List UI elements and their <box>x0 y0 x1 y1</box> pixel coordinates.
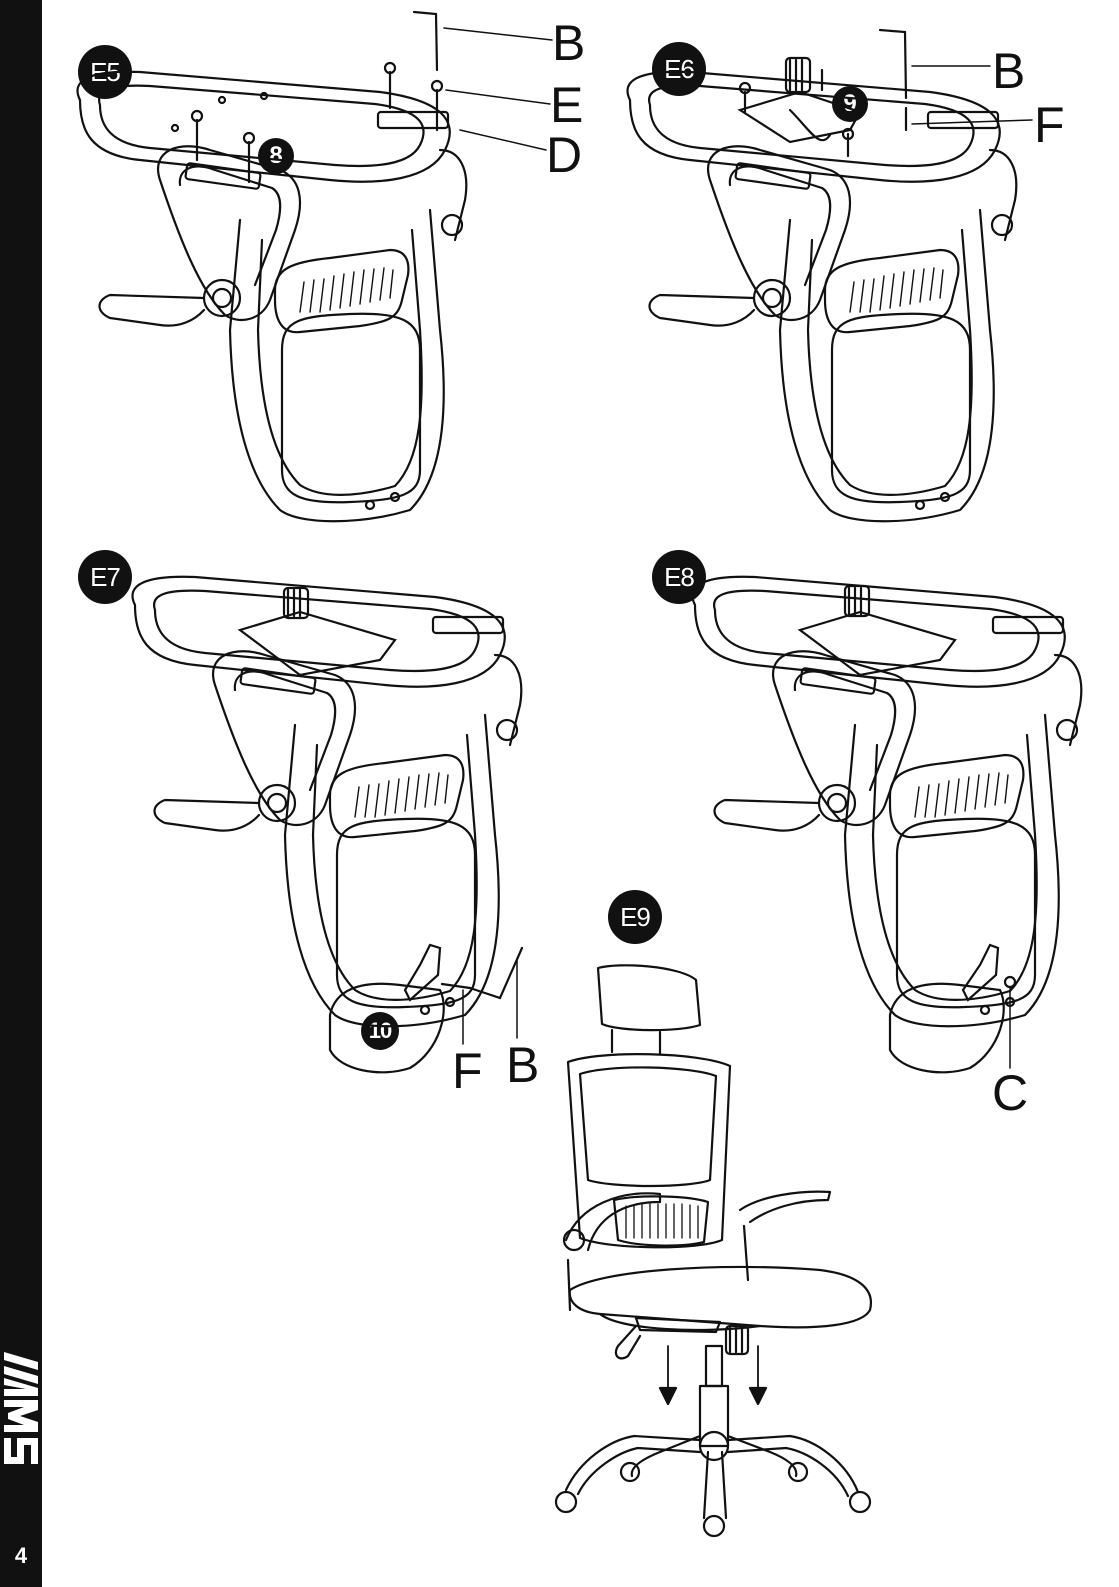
assembly-illustrations <box>0 0 1119 1587</box>
